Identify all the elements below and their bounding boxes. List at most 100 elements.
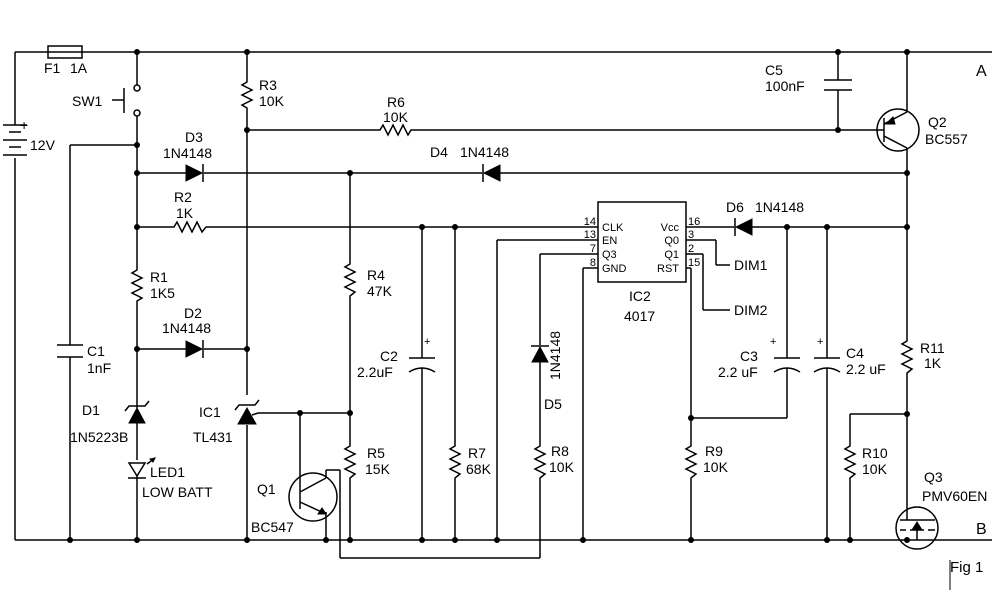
figure-label-text: Fig 1 [950, 559, 983, 576]
fuse-value: 1A [70, 60, 88, 76]
c3-value: 2.2 uF [718, 364, 758, 380]
ic2-pin-num-left: 8 [590, 257, 596, 269]
ic2-pin-num-left: 14 [584, 216, 596, 228]
r9-ref: R9 [705, 443, 723, 459]
c5-ref: C5 [765, 62, 783, 78]
terminal-a: A [976, 63, 987, 80]
dim1-label: DIM1 [734, 257, 768, 273]
resistor-r8: R8 10K [533, 440, 575, 488]
dim2-label: DIM2 [734, 302, 768, 318]
fuse-f1: F1 1A [44, 45, 88, 76]
d1-value: 1N5223B [70, 429, 128, 445]
ic2-pin-name-right: Q1 [664, 249, 679, 261]
r4-value: 47K [367, 283, 393, 299]
r7-ref: R7 [468, 445, 486, 461]
resistor-r1: R1 1K5 [130, 265, 175, 305]
mosfet-q3: Q3 PMV60EN [895, 469, 987, 550]
transistor-q2: Q2 BC557 [876, 108, 968, 152]
d3-value: 1N4148 [163, 145, 212, 161]
c2-plus: + [424, 336, 430, 348]
ic2-pin-name-right: RST [657, 263, 679, 275]
q3-ref: Q3 [924, 469, 943, 485]
r7-value: 68K [466, 461, 492, 477]
ic2-value: 4017 [624, 308, 655, 324]
ic1-value: TL431 [193, 429, 233, 445]
capacitor-c1: C1 1nF [57, 343, 111, 376]
resistor-r4: R4 47K [343, 258, 393, 304]
ic2-pin-num-right: 2 [688, 243, 694, 255]
c4-ref: C4 [846, 345, 864, 361]
ic2-pin-num-left: 13 [584, 229, 596, 241]
d5-ref: D5 [544, 396, 562, 412]
led-low-batt: LED1 LOW BATT [127, 423, 213, 500]
c2-ref: C2 [380, 348, 398, 364]
q2-value: BC557 [925, 131, 968, 147]
q2-ref: Q2 [928, 114, 947, 130]
r2-ref: R2 [174, 189, 192, 205]
r11-ref: R11 [920, 340, 945, 356]
d2-value: 1N4148 [162, 320, 211, 336]
fuse-ref: F1 [44, 60, 61, 76]
resistor-r5: R5 15K [343, 440, 391, 488]
resistor-r2: R2 1K [170, 189, 207, 234]
ic1-tl431: IC1 TL431 [193, 399, 260, 445]
d4-ref: D4 [430, 144, 448, 160]
capacitor-c3: + C3 2.2 uF [718, 336, 801, 380]
d3-ref: D3 [185, 129, 203, 145]
switch-ref: SW1 [72, 93, 103, 109]
ic2-pin-num-right: 16 [688, 216, 700, 228]
c3-plus: + [770, 336, 776, 348]
r1-ref: R1 [150, 269, 168, 285]
r2-value: 1K [176, 205, 194, 221]
q1-ref: Q1 [257, 481, 276, 497]
d2-ref: D2 [184, 305, 202, 321]
d6-value: 1N4148 [755, 199, 804, 215]
capacitor-c4: + C4 2.2 uF [813, 336, 886, 377]
c2-value: 2.2uF [357, 364, 393, 380]
c5-value: 100nF [765, 78, 805, 94]
ic2-pin-name-left: CLK [602, 222, 624, 234]
d4-value: 1N4148 [460, 144, 509, 160]
terminal-b: B [976, 521, 987, 538]
wires [14, 51, 992, 559]
q1-value: BC547 [251, 519, 294, 535]
ic2-pin-name-right: Q0 [664, 235, 679, 247]
r4-ref: R4 [367, 267, 385, 283]
battery-plus-label: + [20, 117, 28, 133]
resistor-r3: R3 10K [240, 77, 285, 114]
d1-ref: D1 [82, 402, 100, 418]
led-ref: LED1 [150, 464, 185, 480]
q3-value: PMV60EN [922, 488, 987, 504]
ic2-pin-num-right: 3 [688, 229, 694, 241]
r5-ref: R5 [367, 445, 385, 461]
ic2-pin-num-left: 7 [590, 243, 596, 255]
resistor-r6: R6 10K [376, 94, 414, 137]
ic2-pin-name-left: GND [602, 263, 627, 275]
capacitor-c5: C5 100nF [765, 62, 852, 94]
resistor-r10: R10 10K [843, 440, 888, 488]
resistor-r11: R11 1K [900, 335, 945, 380]
resistor-r7: R7 68K [448, 440, 492, 488]
diode-d6: D6 1N4148 [726, 199, 804, 236]
c1-ref: C1 [87, 343, 105, 359]
r8-value: 10K [549, 459, 575, 475]
zener-d1: D1 1N5223B [70, 400, 150, 445]
diode-d2: D2 1N4148 [162, 305, 211, 358]
figure-label: Fig 1 [949, 559, 983, 590]
ic1-ref: IC1 [199, 404, 221, 420]
battery-12v: + 12V [3, 117, 56, 156]
ic2-pin-name-left: Q3 [602, 249, 617, 261]
switch-sw1: SW1 [72, 84, 141, 117]
r8-ref: R8 [551, 443, 569, 459]
r1-value: 1K5 [150, 285, 175, 301]
r5-value: 15K [365, 461, 391, 477]
led-value: LOW BATT [142, 484, 213, 500]
c4-value: 2.2 uF [846, 361, 886, 377]
r11-value: 1K [924, 355, 942, 371]
c3-ref: C3 [740, 348, 758, 364]
diode-d3: D3 1N4148 [163, 129, 212, 182]
r6-ref: R6 [387, 94, 405, 110]
